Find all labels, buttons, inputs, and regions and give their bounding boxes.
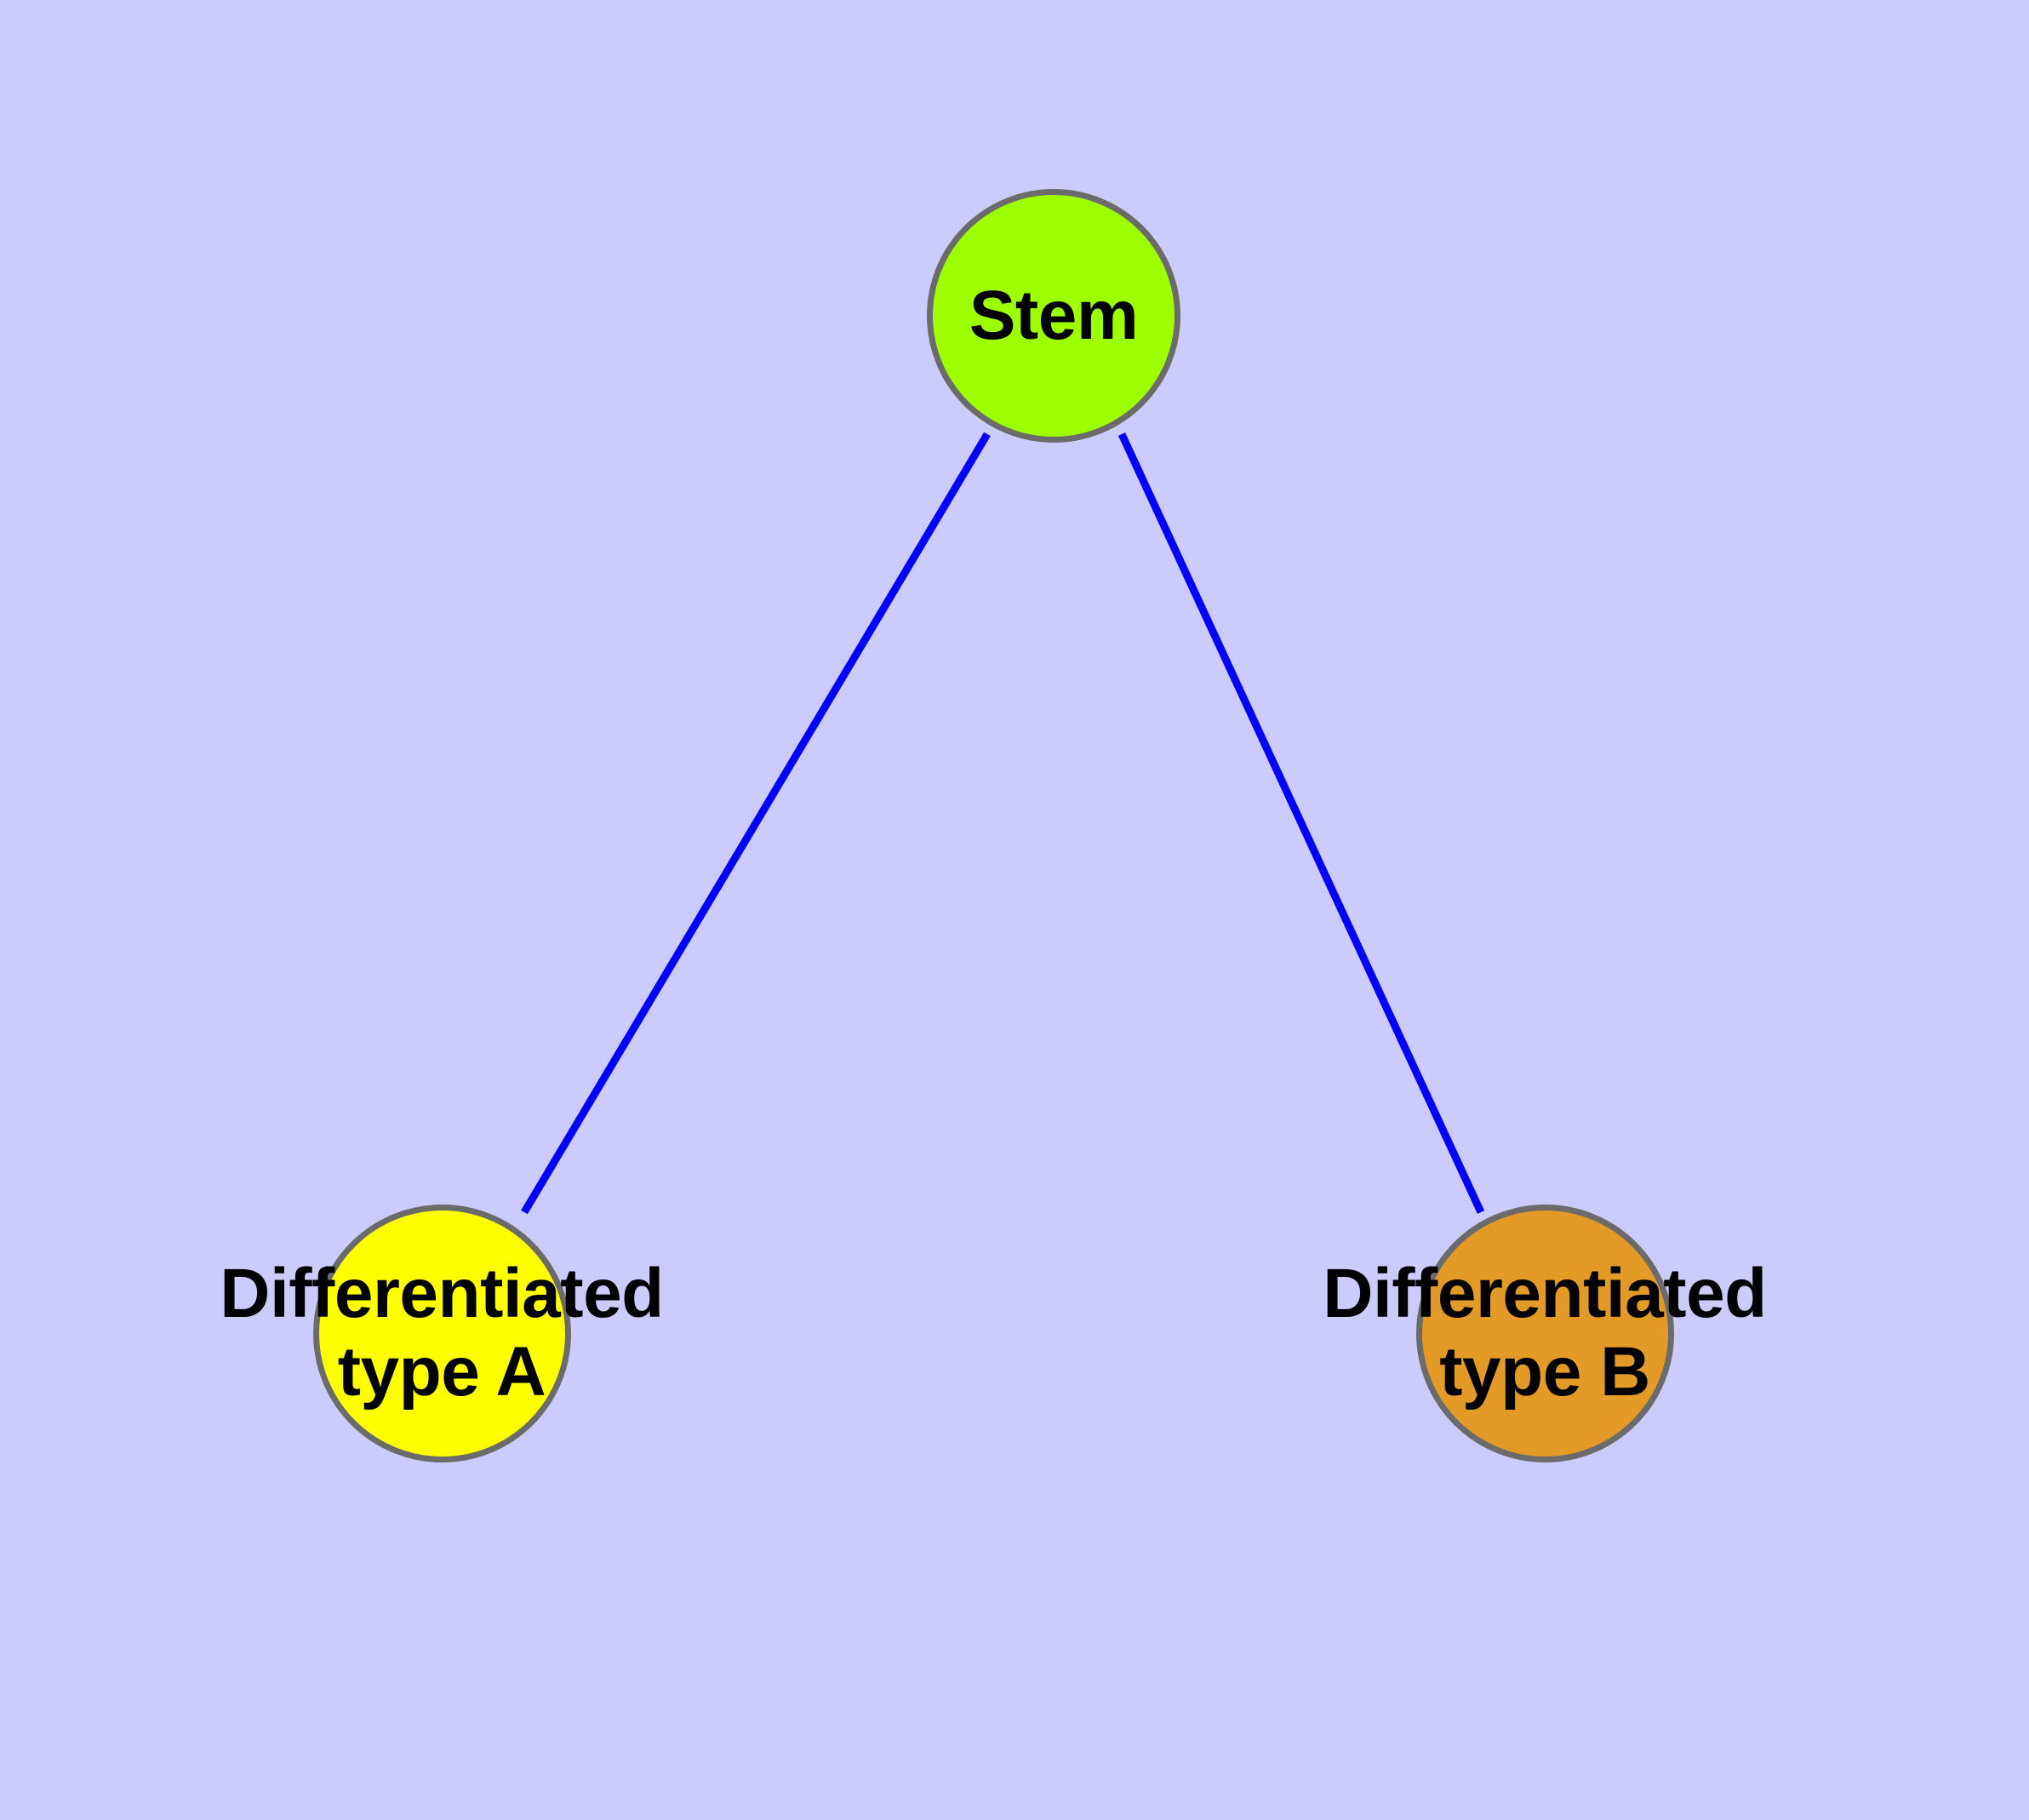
node-differentiated-type-b-label: Differentiated type B [1323,1255,1767,1411]
node-stem[interactable]: Stem [927,189,1180,443]
edge-stem-to-differentiated-type-b [1117,432,1485,1214]
node-differentiated-type-a-label: Differentiated type A [220,1255,664,1411]
node-differentiated-type-b[interactable]: Differentiated type B [1323,1204,1767,1462]
node-differentiated-type-a[interactable]: Differentiated type A [220,1204,664,1462]
edge-stem-to-differentiated-type-a [521,432,991,1215]
node-stem-label: Stem [969,277,1139,355]
